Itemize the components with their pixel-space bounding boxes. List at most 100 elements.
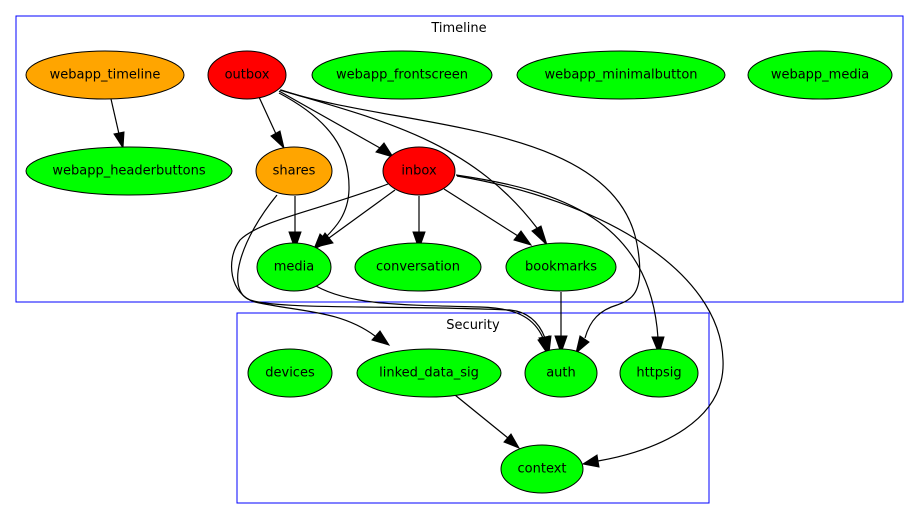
node-shape bbox=[505, 242, 617, 292]
arrowhead bbox=[554, 335, 568, 355]
arrowhead bbox=[113, 131, 125, 150]
node-media[interactable]: media bbox=[256, 242, 332, 292]
node-shape bbox=[747, 50, 893, 100]
edge-line bbox=[455, 174, 659, 339]
node-bookmarks[interactable]: bookmarks bbox=[505, 242, 617, 292]
node-label: webapp_minimalbutton bbox=[544, 68, 697, 83]
edge-media-auth bbox=[315, 285, 550, 355]
edge-line bbox=[237, 194, 546, 339]
node-label: context bbox=[518, 462, 567, 477]
edge-line bbox=[278, 92, 350, 239]
node-devices[interactable]: devices bbox=[247, 348, 333, 398]
arrowhead bbox=[371, 330, 391, 346]
arrowhead bbox=[270, 130, 285, 150]
edge-inbox-linked_data_sig bbox=[231, 183, 391, 346]
edge-line bbox=[454, 394, 509, 439]
node-shape bbox=[256, 242, 332, 292]
node-outbox[interactable]: outbox bbox=[207, 50, 287, 100]
cluster-timeline: Timeline bbox=[15, 15, 904, 303]
node-label: webapp_headerbuttons bbox=[52, 164, 206, 179]
edge-line bbox=[315, 285, 544, 339]
node-shape bbox=[354, 242, 482, 292]
node-webapp_media[interactable]: webapp_media bbox=[747, 50, 893, 100]
node-context[interactable]: context bbox=[500, 444, 584, 494]
node-webapp_frontscreen[interactable]: webapp_frontscreen bbox=[311, 50, 493, 100]
cluster-security-border bbox=[236, 312, 710, 504]
edge-line bbox=[328, 189, 396, 239]
node-label: webapp_media bbox=[771, 68, 869, 83]
node-shape bbox=[311, 50, 493, 100]
edge-webapp_timeline-webapp_headerbuttons bbox=[110, 98, 125, 150]
node-shape bbox=[619, 348, 699, 398]
node-auth[interactable]: auth bbox=[524, 348, 598, 398]
node-shape bbox=[25, 50, 185, 100]
arrowhead bbox=[503, 433, 521, 449]
cluster-timeline-border bbox=[15, 15, 904, 303]
node-label: inbox bbox=[401, 164, 437, 179]
edge-bookmarks-auth bbox=[554, 292, 568, 355]
cluster-security-label: Security bbox=[446, 318, 500, 333]
edge-line bbox=[278, 90, 381, 149]
node-shape bbox=[207, 50, 287, 100]
arrowhead bbox=[537, 335, 550, 355]
edge-inbox-conversation bbox=[412, 196, 426, 251]
node-label: httpsig bbox=[636, 366, 681, 381]
arrowhead bbox=[531, 225, 549, 247]
node-linked_data_sig[interactable]: linked_data_sig bbox=[356, 348, 502, 398]
arrowhead bbox=[375, 142, 395, 158]
node-inbox[interactable]: inbox bbox=[382, 146, 456, 196]
edge-line bbox=[443, 188, 519, 237]
node-label: webapp_frontscreen bbox=[336, 68, 468, 83]
edge-outbox-shares bbox=[258, 96, 285, 150]
edge-line bbox=[231, 183, 389, 337]
node-conversation[interactable]: conversation bbox=[354, 242, 482, 292]
node-shape bbox=[247, 348, 333, 398]
edge-linked_data_sig-context bbox=[454, 394, 521, 449]
node-label: shares bbox=[273, 164, 316, 179]
node-shape bbox=[382, 146, 456, 196]
node-label: webapp_timeline bbox=[50, 68, 161, 83]
arrowhead bbox=[288, 231, 302, 251]
arrowhead bbox=[513, 230, 533, 246]
edge-line bbox=[279, 89, 538, 229]
node-webapp_minimalbutton[interactable]: webapp_minimalbutton bbox=[516, 50, 726, 100]
cluster-timeline-label: Timeline bbox=[430, 21, 486, 36]
node-shape bbox=[25, 146, 233, 196]
node-label: auth bbox=[546, 366, 576, 381]
edge-inbox-httpsig bbox=[455, 174, 665, 356]
edge-inbox-context bbox=[456, 175, 724, 468]
edge-line bbox=[110, 98, 120, 135]
node-label: devices bbox=[265, 366, 315, 381]
node-label: outbox bbox=[225, 68, 270, 83]
edge-line bbox=[280, 89, 641, 339]
edge-line bbox=[456, 175, 724, 462]
node-shape bbox=[356, 348, 502, 398]
arrowhead bbox=[651, 336, 665, 356]
edge-outbox-bookmarks bbox=[279, 89, 549, 247]
node-label: media bbox=[274, 260, 315, 275]
node-shape bbox=[524, 348, 598, 398]
node-webapp_timeline[interactable]: webapp_timeline bbox=[25, 50, 185, 100]
arrowhead bbox=[314, 232, 334, 248]
arrowhead bbox=[575, 335, 590, 355]
node-shape bbox=[516, 50, 726, 100]
node-shape bbox=[500, 444, 584, 494]
cluster-security: Security bbox=[236, 312, 710, 504]
node-webapp_headerbuttons[interactable]: webapp_headerbuttons bbox=[25, 146, 233, 196]
node-httpsig[interactable]: httpsig bbox=[619, 348, 699, 398]
edge-outbox-auth bbox=[280, 89, 641, 355]
node-label: linked_data_sig bbox=[379, 366, 479, 381]
arrowhead bbox=[412, 231, 426, 251]
node-label: conversation bbox=[376, 260, 460, 275]
node-shape bbox=[255, 146, 333, 196]
edge-outbox-inbox bbox=[278, 90, 395, 158]
edges bbox=[110, 89, 724, 468]
edge-inbox-media bbox=[314, 189, 396, 248]
edge-shares-media bbox=[288, 196, 302, 251]
edge-line bbox=[258, 96, 277, 135]
edge-inbox-bookmarks bbox=[443, 188, 533, 246]
node-shares[interactable]: shares bbox=[255, 146, 333, 196]
arrowhead bbox=[581, 454, 600, 468]
node-label: bookmarks bbox=[525, 260, 597, 275]
